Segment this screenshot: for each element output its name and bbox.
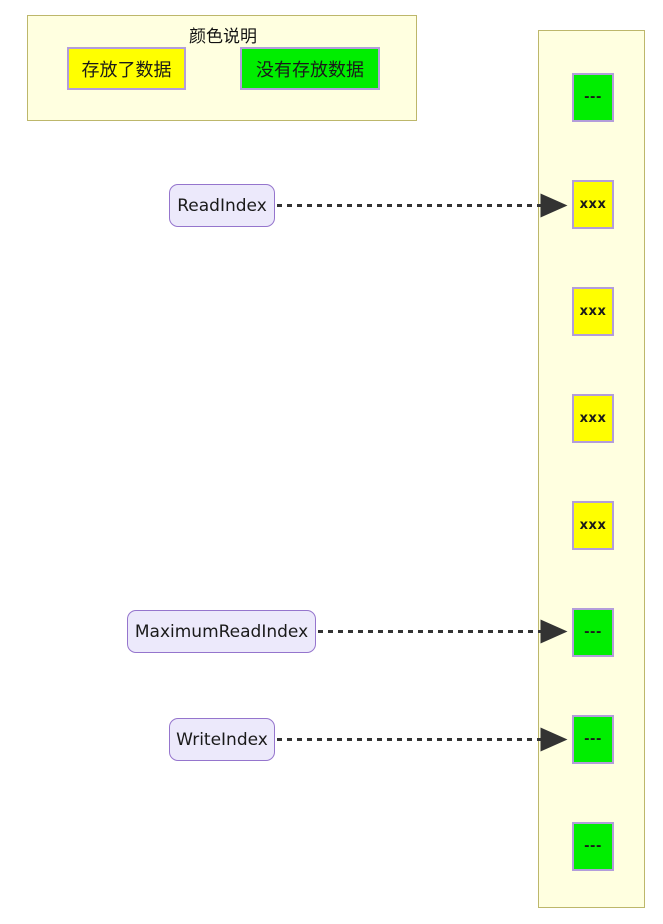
buffer-cell-label: ---: [584, 732, 602, 747]
pointer-label-maximumreadindex[interactable]: MaximumReadIndex: [127, 610, 316, 653]
buffer-cell[interactable]: ---: [572, 822, 614, 871]
buffer-cell-label: ---: [584, 90, 602, 105]
buffer-cell-label: xxx: [579, 518, 607, 533]
buffer-cell[interactable]: ---: [572, 715, 614, 764]
buffer-cell[interactable]: ---: [572, 73, 614, 122]
buffer-cell-label: xxx: [579, 411, 607, 426]
buffer-cell[interactable]: ---: [572, 608, 614, 657]
buffer-cell[interactable]: xxx: [572, 394, 614, 443]
pointer-label-text: WriteIndex: [176, 729, 268, 750]
buffer-cell[interactable]: xxx: [572, 180, 614, 229]
buffer-cell-label: xxx: [579, 197, 607, 212]
buffer-cell[interactable]: xxx: [572, 501, 614, 550]
pointer-label-text: MaximumReadIndex: [134, 621, 309, 642]
pointer-label-text: ReadIndex: [177, 195, 267, 216]
buffer-cell-label: xxx: [579, 304, 607, 319]
legend-swatch-empty: 没有存放数据: [240, 47, 380, 90]
buffer-cell-label: ---: [584, 625, 602, 640]
legend-swatch-filled: 存放了数据: [67, 47, 186, 90]
ring-buffer-column: --- xxx xxx xxx xxx --- --- ---: [538, 30, 645, 908]
legend-label-empty: 没有存放数据: [256, 59, 364, 81]
legend-title: 颜色说明: [189, 27, 257, 47]
legend-panel: 颜色说明 存放了数据 没有存放数据: [27, 15, 417, 121]
buffer-cell-label: ---: [584, 839, 602, 854]
buffer-cell[interactable]: xxx: [572, 287, 614, 336]
legend-label-filled: 存放了数据: [81, 59, 172, 81]
pointer-label-readindex[interactable]: ReadIndex: [169, 184, 275, 227]
pointer-label-writeindex[interactable]: WriteIndex: [169, 718, 275, 761]
